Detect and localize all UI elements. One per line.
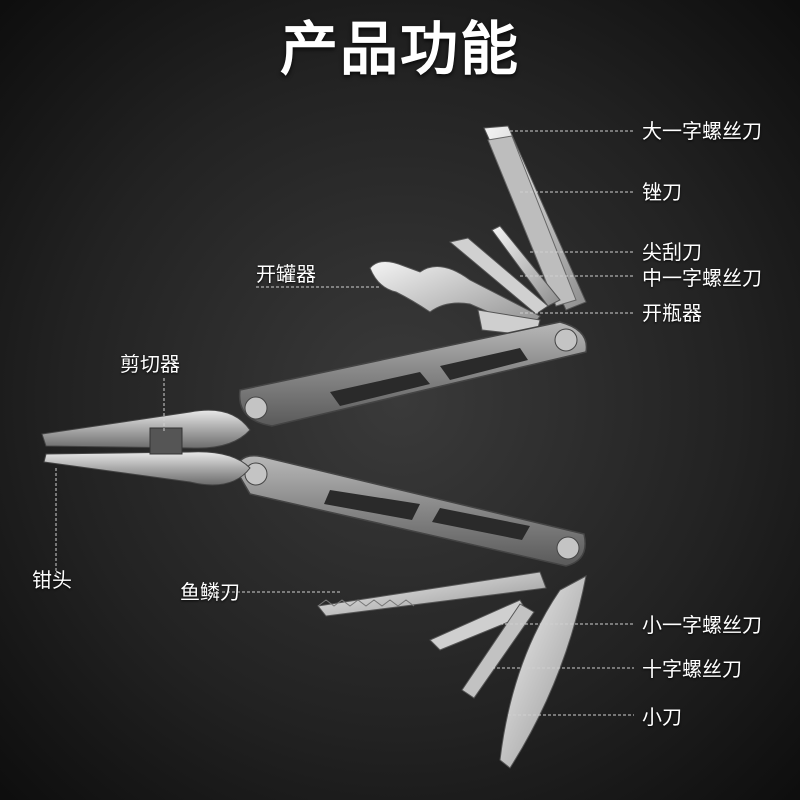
label-large-flat-screwdriver: 大一字螺丝刀 — [642, 119, 762, 143]
label-can-opener: 开罐器 — [256, 262, 316, 286]
file-tool — [487, 135, 577, 307]
medium-flat-screwdriver-tool — [448, 237, 549, 315]
lower-handle — [235, 455, 586, 567]
label-file: 锉刀 — [642, 180, 682, 204]
label-medium-flat-screwdriver: 中一字螺丝刀 — [642, 266, 762, 290]
upper-handle — [238, 321, 588, 427]
phillips-screwdriver-tool — [461, 603, 535, 699]
label-wire-cutter: 剪切器 — [120, 352, 180, 376]
pliers-head — [41, 409, 251, 486]
label-serrated-blade: 鱼鳞刀 — [180, 580, 240, 604]
serrated-blade-tool — [317, 571, 547, 617]
wire-cutter-notch — [149, 427, 183, 455]
label-pointed-scraper: 尖刮刀 — [642, 240, 702, 264]
label-bottle-opener: 开瓶器 — [642, 301, 702, 325]
label-small-knife: 小刀 — [642, 705, 682, 729]
label-phillips-screwdriver: 十字螺丝刀 — [642, 657, 742, 681]
pointed-scraper-tool — [491, 225, 561, 307]
page-title: 产品功能 — [279, 15, 520, 83]
small-knife-tool — [499, 575, 587, 769]
label-small-flat-screwdriver: 小一字螺丝刀 — [642, 613, 762, 637]
leader-lines — [55, 130, 634, 716]
label-pliers-head: 钳头 — [32, 568, 72, 592]
